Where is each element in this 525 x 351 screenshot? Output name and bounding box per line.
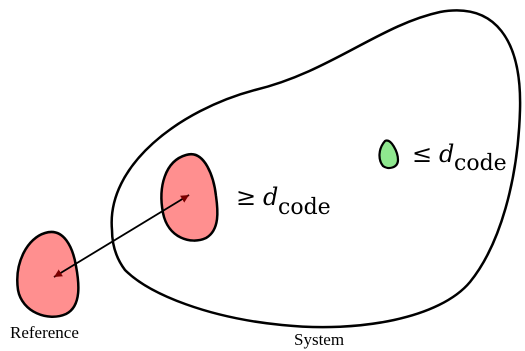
system-label: System xyxy=(294,330,344,349)
near-d-variable: d xyxy=(439,140,454,168)
reference-region xyxy=(16,230,80,318)
near-region xyxy=(378,139,400,170)
far-d-variable: d xyxy=(263,183,278,211)
far-distance-annotation: ≥ d code xyxy=(236,183,331,220)
le-symbol: ≤ xyxy=(412,140,432,168)
near-distance-annotation: ≤ d code xyxy=(412,140,507,176)
far-code-subscript: code xyxy=(278,195,331,220)
near-code-subscript: code xyxy=(454,151,507,176)
reference-label: Reference xyxy=(10,323,79,342)
system-boundary xyxy=(110,9,522,329)
distance-arrow xyxy=(53,194,190,278)
ge-symbol: ≥ xyxy=(236,183,256,211)
system-region xyxy=(160,152,219,242)
